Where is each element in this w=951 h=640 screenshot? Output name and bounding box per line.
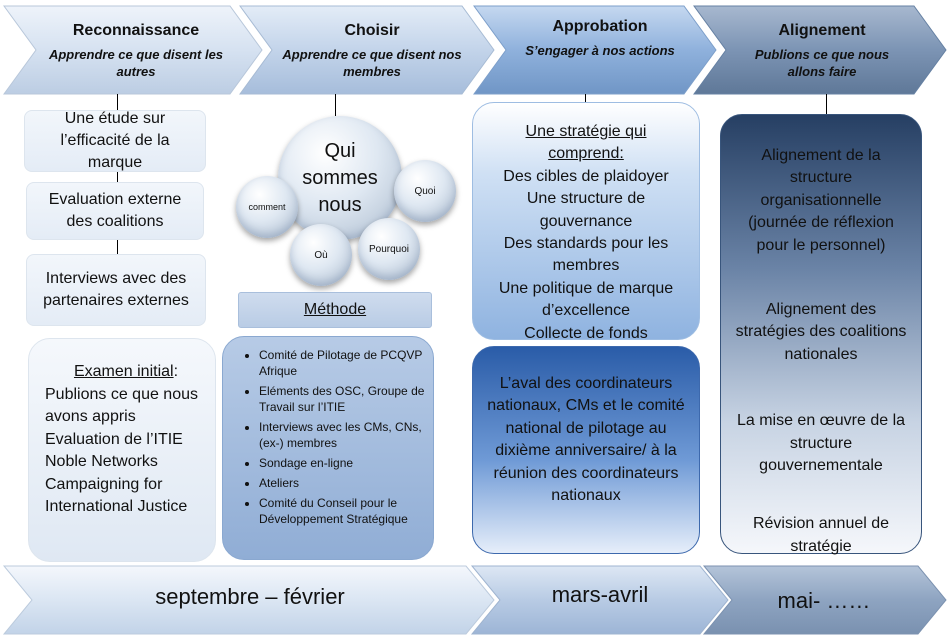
connector-line — [335, 94, 336, 116]
strategy-item: Une politique de marque d’excellence — [498, 279, 674, 320]
alignment-item: Alignement de la structure organisationn… — [748, 147, 894, 254]
methode-item: Eléments des OSC, Groupe de Travail sur … — [259, 383, 427, 415]
initial-review-title: Examen initial — [73, 363, 174, 380]
bubble-comment-text: comment — [248, 202, 286, 212]
connector-line — [117, 240, 118, 254]
strategy-item: Une structure de gouvernance — [526, 190, 646, 230]
methode-list-box: Comité de Pilotage de PCQVP Afrique Elém… — [222, 336, 434, 560]
methode-list: Comité de Pilotage de PCQVP Afrique Elém… — [229, 347, 427, 527]
timeline-arrow-1 — [2, 565, 495, 635]
stage-subtitle: S’engager à nos actions — [525, 43, 675, 58]
methode-item: Comité du Conseil pour le Développement … — [259, 495, 427, 527]
bubble-quoi: Quoi — [394, 160, 456, 222]
strategy-item: Collecte de fonds — [524, 324, 648, 342]
initial-review-item: Campaigning for International Justice — [45, 475, 188, 516]
alignment-item: Alignement des stratégies des coalitions… — [735, 301, 907, 363]
stage-title: Alignement — [778, 22, 866, 39]
connector-line — [117, 94, 118, 110]
alignment-item: La mise en œuvre de la structure gouvern… — [736, 412, 906, 475]
bubble-quoi-text: Quoi — [414, 185, 436, 197]
timeline-label-2: mars-avril — [551, 582, 649, 607]
methode-item: Interviews avec les CMs, CNs, (ex-) memb… — [259, 419, 427, 451]
bubble-pourquoi: Pourquoi — [358, 218, 420, 280]
methode-label-box: Méthode — [238, 292, 432, 328]
strategy-box: Une stratégie qui comprend: Des cibles d… — [472, 102, 700, 342]
interviews-text: Interviews avec des partenaires externes — [43, 270, 189, 309]
alignment-box: Alignement de la structure organisationn… — [720, 114, 922, 555]
bubble-main: Qui sommes nous — [278, 116, 402, 240]
chevron-approbation — [473, 5, 717, 95]
stage-approbation: Approbation S’engager à nos actions — [516, 18, 684, 59]
stage-subtitle: Apprendre ce que disent les autres — [48, 47, 224, 79]
initial-review-item: Evaluation de l’ITIE — [45, 430, 183, 448]
stage-reconnaissance: Reconnaissance Apprendre ce que disent l… — [46, 22, 226, 80]
initial-review-colon: : — [173, 363, 179, 380]
connector-line — [826, 94, 827, 118]
bubble-ou: Où — [290, 224, 352, 286]
timeline-arrow-2 — [470, 565, 729, 635]
methode-item: Comité de Pilotage de PCQVP Afrique — [259, 347, 427, 379]
chevron-alignement — [693, 5, 947, 95]
stage-subtitle: Apprendre ce que disent nos membres — [282, 47, 462, 79]
bubble-ou-text: Où — [314, 249, 328, 261]
timeline-arrow-3 — [702, 565, 947, 635]
stage-title: Choisir — [344, 22, 400, 39]
strategy-item: Des standards pour les membres — [503, 235, 669, 275]
interviews-box: Interviews avec des partenaires externes — [26, 254, 206, 326]
connector-line — [117, 172, 118, 182]
initial-review-item: Publions ce que nous avons appris — [45, 385, 198, 426]
study-box: Une étude sur l’efficacité de la marque — [24, 110, 206, 172]
methode-label: Méthode — [303, 301, 367, 318]
approval-box: L’aval des coordinateurs nationaux, CMs … — [472, 346, 700, 554]
chevron-choisir — [239, 5, 495, 95]
initial-review-item: Noble Networks — [45, 453, 158, 470]
timeline-label-1: septembre – février — [155, 584, 345, 609]
coalition-eval-box: Evaluation externe des coalitions — [26, 182, 204, 240]
bubble-comment: comment — [236, 176, 298, 238]
chevron-reconnaissance — [3, 5, 263, 95]
strategy-title: Une stratégie qui comprend: — [525, 123, 647, 163]
strategy-item: Des cibles de plaidoyer — [503, 167, 669, 185]
alignment-item: Révision annuel de stratégie — [752, 515, 890, 555]
approval-text: L’aval des coordinateurs nationaux, CMs … — [487, 375, 685, 505]
connector-line — [585, 94, 586, 102]
stage-subtitle: Publions ce que nous allons faire — [754, 47, 890, 79]
coalition-eval-text: Evaluation externe des coalitions — [48, 191, 182, 230]
bubble-pourquoi-text: Pourquoi — [368, 243, 410, 255]
stage-title: Approbation — [552, 18, 648, 35]
timeline-label-3: mai- …… — [777, 588, 871, 613]
bubble-main-text: Qui sommes nous — [302, 139, 378, 216]
methode-item: Ateliers — [259, 475, 427, 491]
stage-alignement: Alignement Publions ce que nous allons f… — [736, 22, 908, 80]
study-text: Une étude sur l’efficacité de la marque — [60, 110, 170, 171]
initial-review-heading: Examen initial: — [45, 361, 207, 384]
initial-review-box: Examen initial: Publions ce que nous avo… — [28, 338, 216, 562]
stage-title: Reconnaissance — [72, 22, 200, 39]
methode-item: Sondage en-ligne — [259, 455, 427, 471]
stage-choisir: Choisir Apprendre ce que disent nos memb… — [282, 22, 462, 80]
